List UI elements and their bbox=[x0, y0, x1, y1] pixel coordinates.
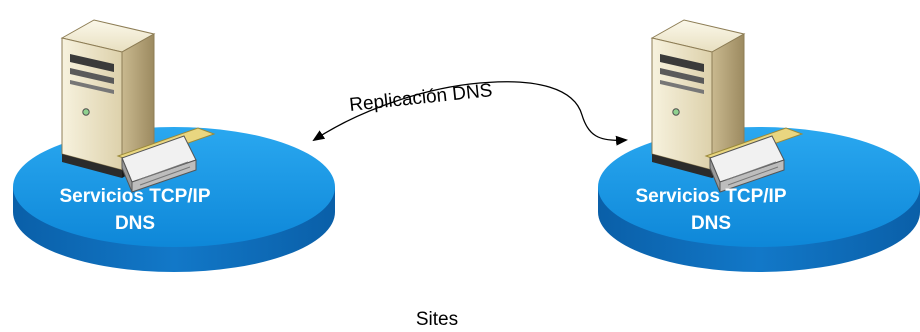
replication-label: Replicación DNS bbox=[348, 80, 493, 116]
site-service-label: Servicios TCP/IP bbox=[59, 186, 210, 207]
site-left: Servicios TCP/IP DNS bbox=[13, 19, 335, 272]
replication-arrow bbox=[312, 81, 628, 146]
site-right: Servicios TCP/IP DNS bbox=[598, 19, 920, 272]
diagram-caption: Sites bbox=[416, 309, 458, 330]
site-service-sublabel: DNS bbox=[691, 213, 731, 234]
site-service-label: Servicios TCP/IP bbox=[635, 186, 786, 207]
site-service-sublabel: DNS bbox=[115, 213, 155, 234]
